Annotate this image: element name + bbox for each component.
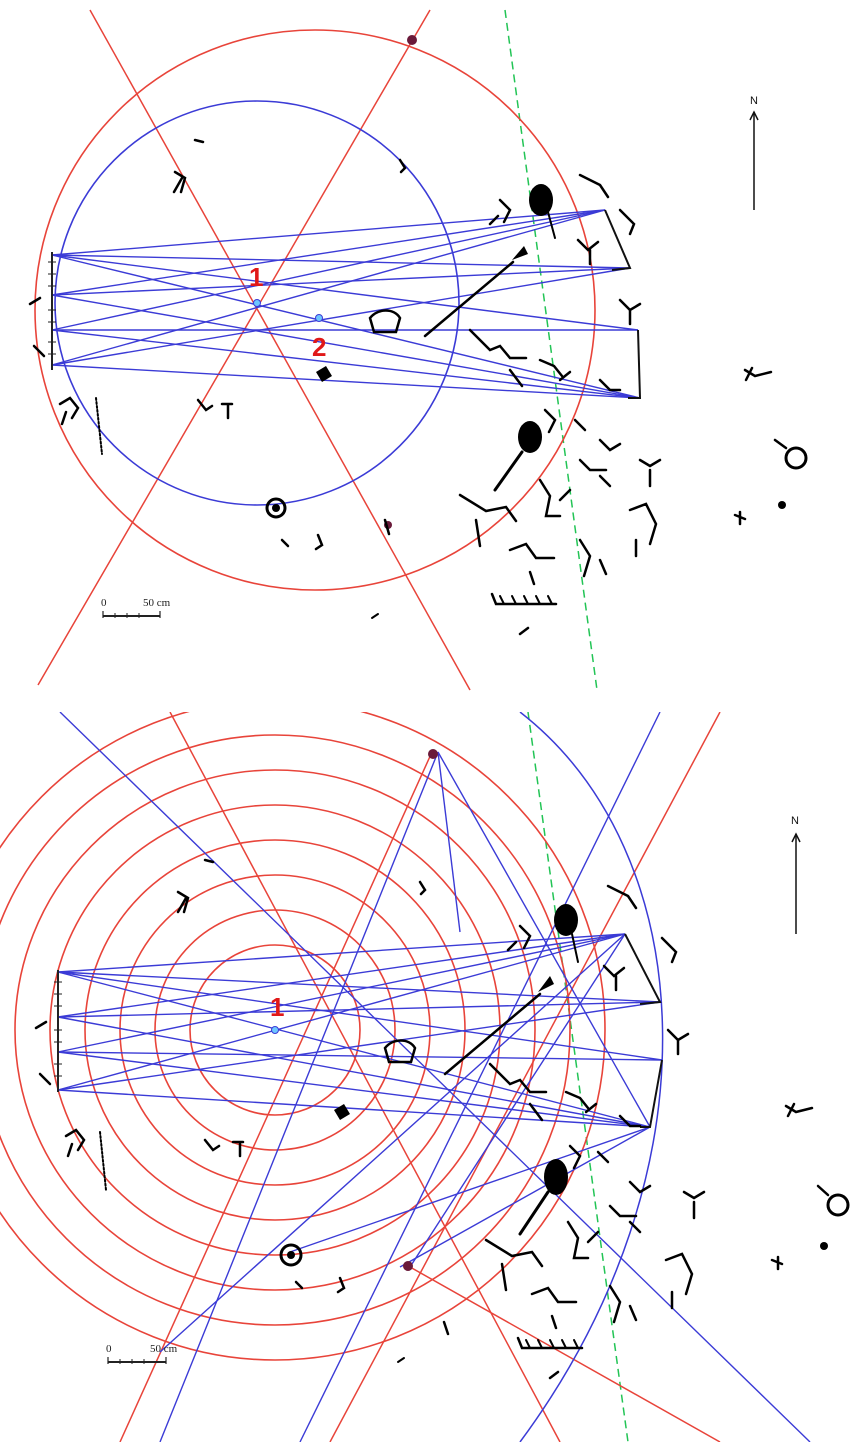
- red-diagonal-1: [89, 9, 471, 691]
- blue-circle: [54, 100, 460, 506]
- red-concentric-circles: [0, 712, 606, 1361]
- right-bar-lower: [640, 1059, 663, 1128]
- top-panel: 1 2: [0, 0, 851, 700]
- red-diagonals: [119, 712, 721, 1442]
- petroglyphs: [34, 858, 850, 1380]
- petroglyphs: [28, 138, 808, 636]
- scale-start-label: 0: [106, 1343, 112, 1355]
- node-top: [428, 749, 438, 759]
- point-1-label: 1: [249, 262, 263, 292]
- point-1: [271, 1026, 279, 1034]
- right-bar-lower: [628, 329, 642, 399]
- right-bar-upper: [604, 209, 632, 271]
- scale-bar: 0 50 cm: [101, 597, 171, 618]
- bottom-diagram: 1: [0, 712, 850, 1442]
- blue-sight-lines: [57, 712, 811, 1442]
- bottom-panel: 1: [0, 712, 851, 1442]
- node-top: [407, 35, 417, 45]
- north-label: N: [750, 95, 758, 107]
- node-bottom: [403, 1261, 413, 1271]
- point-2-label: 2: [312, 332, 326, 362]
- left-measuring-bar: [54, 970, 62, 1092]
- blue-sight-lines: [51, 209, 641, 399]
- green-dashed-line: [504, 9, 598, 691]
- scale-bar: 0 50 cm: [106, 1343, 178, 1364]
- north-label: N: [791, 815, 799, 827]
- scale-start-label: 0: [101, 597, 107, 609]
- north-arrow: N: [749, 95, 759, 210]
- red-diagonal-2: [37, 9, 431, 686]
- left-measuring-bar: [48, 252, 56, 370]
- scale-end-label: 50 cm: [150, 1343, 178, 1355]
- north-arrow: N: [791, 815, 801, 934]
- top-diagram: 1 2: [28, 9, 808, 691]
- point-1-label: 1: [270, 992, 284, 1022]
- point-1: [253, 299, 261, 307]
- point-2: [315, 314, 323, 322]
- scale-end-label: 50 cm: [143, 597, 171, 609]
- right-bar-upper: [624, 933, 662, 1005]
- blue-arc: [519, 712, 664, 1442]
- green-dashed-line: [527, 712, 629, 1442]
- red-outer-circle: [34, 29, 596, 591]
